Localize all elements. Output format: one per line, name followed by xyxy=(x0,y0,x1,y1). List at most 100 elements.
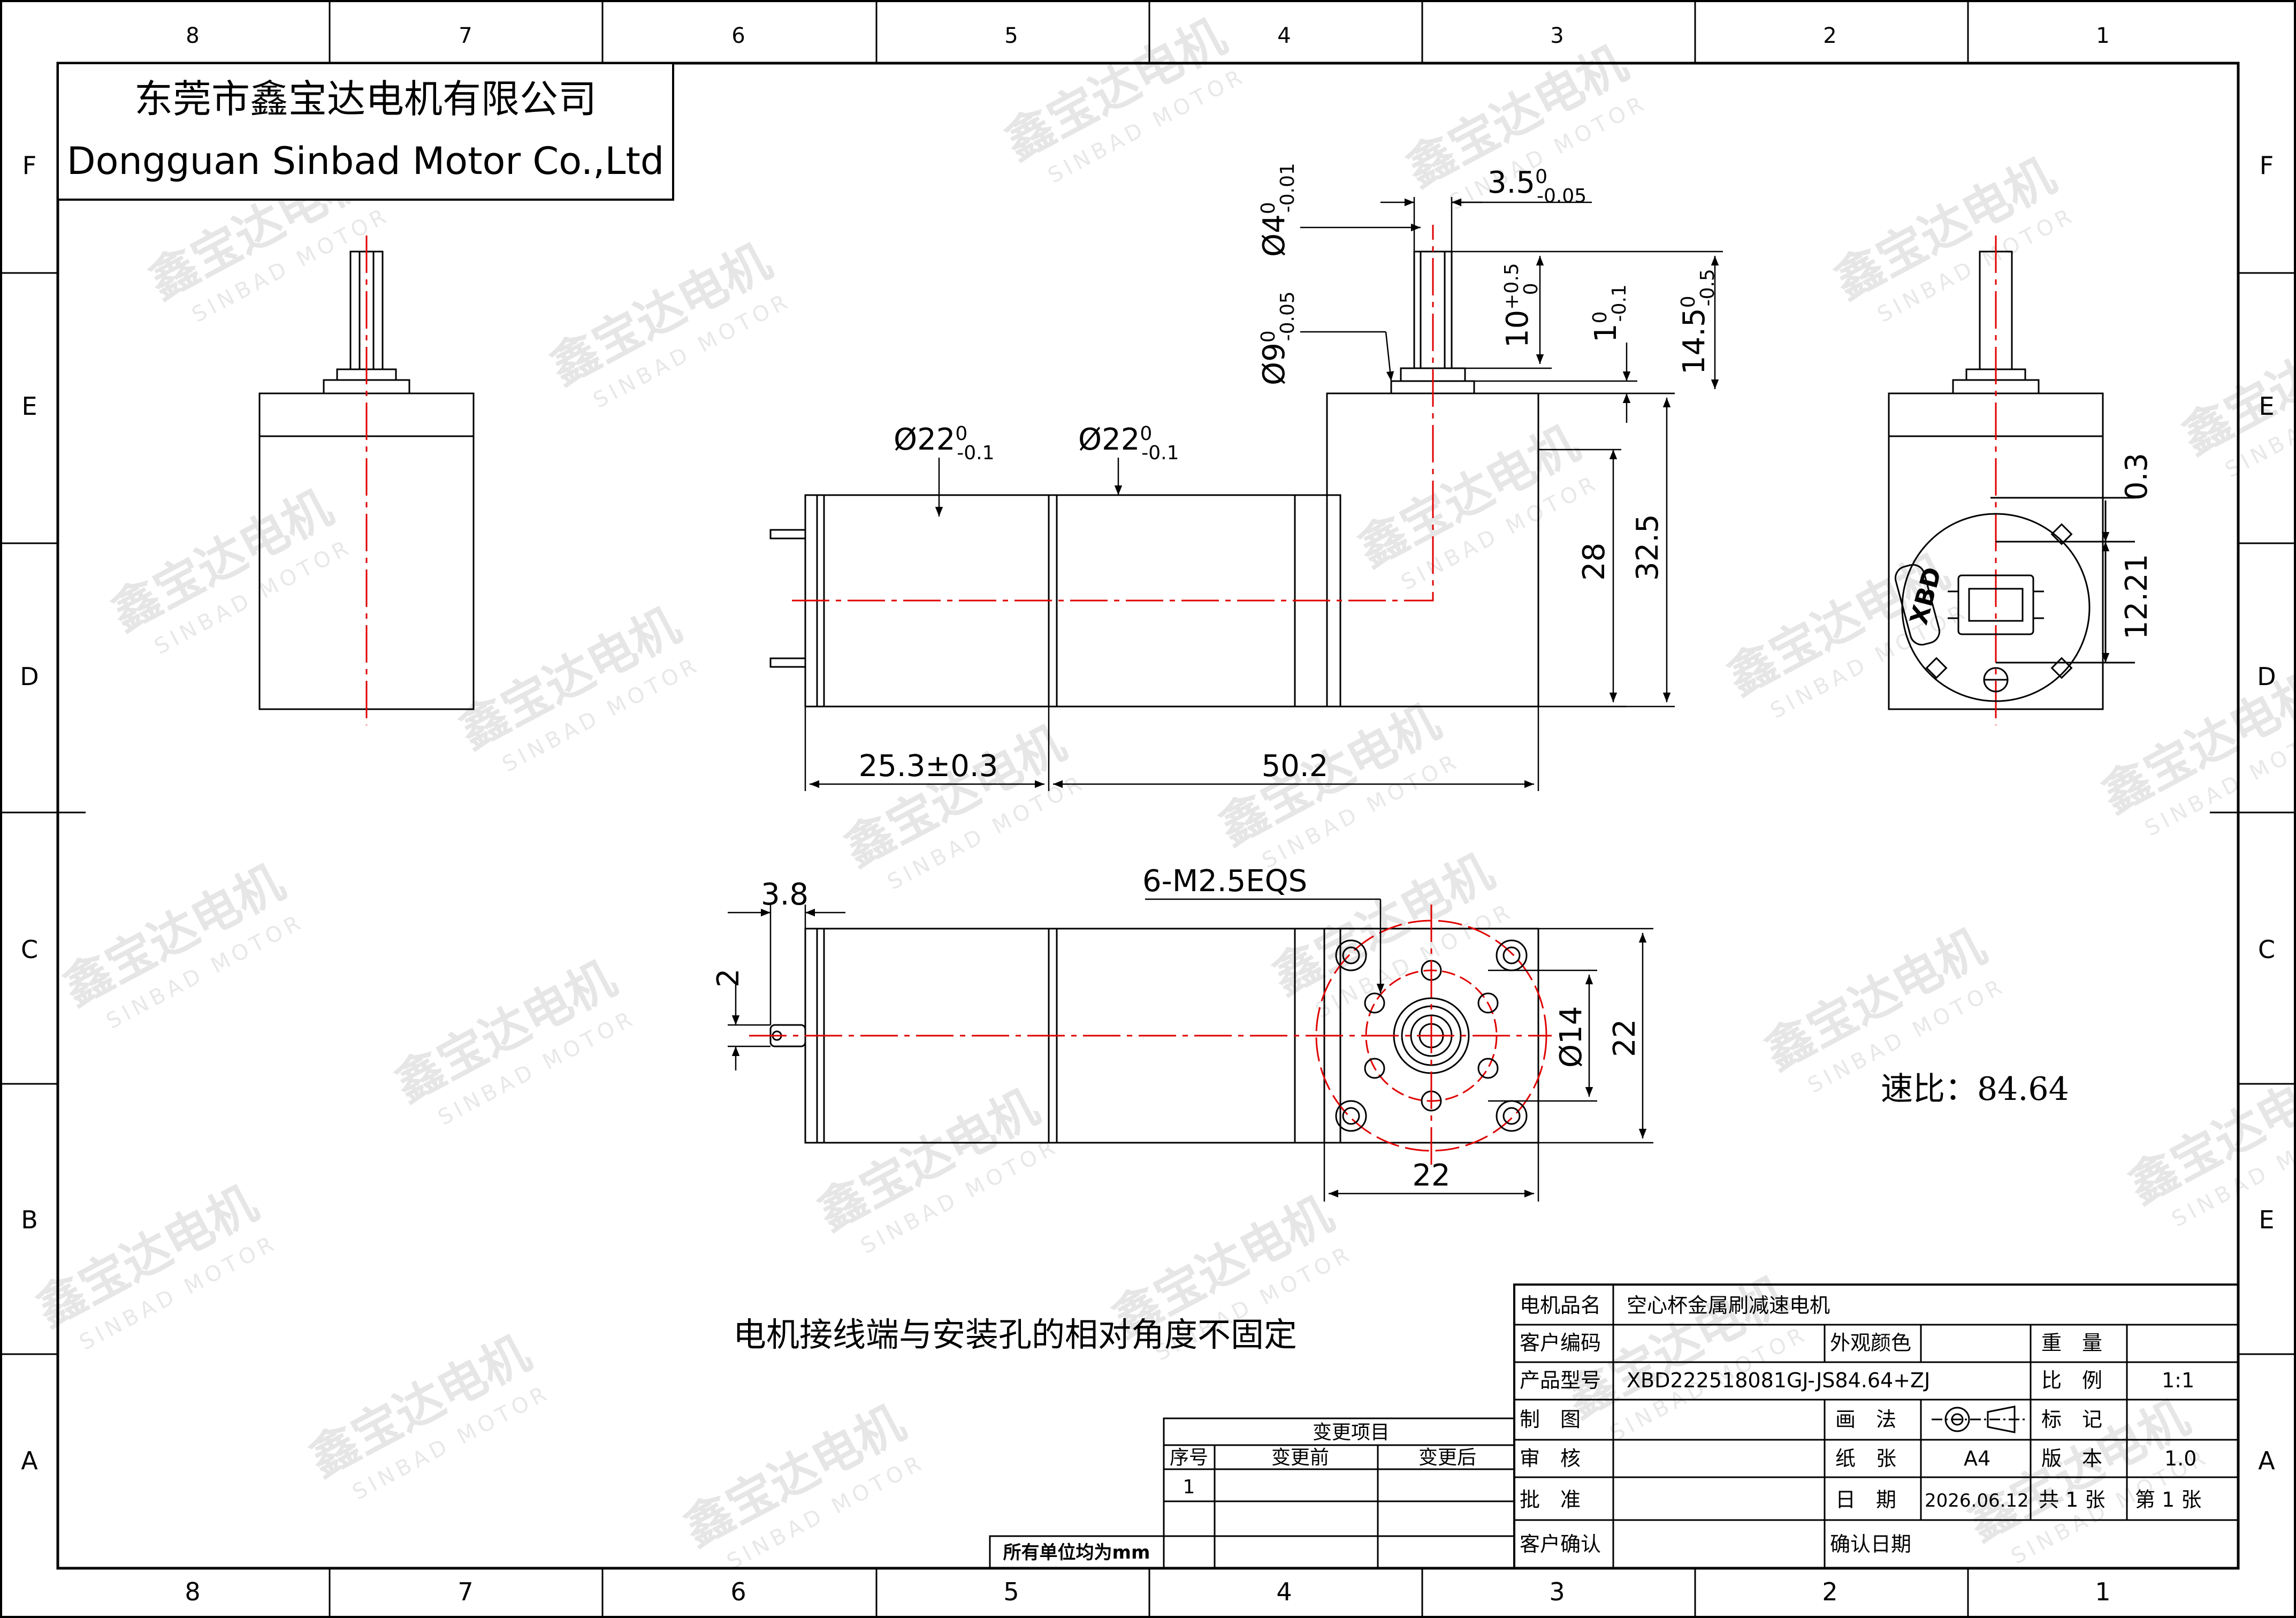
zone-col-top-5: 5 xyxy=(1004,24,1018,48)
zone-col-bottom-2: 2 xyxy=(1822,1577,1837,1606)
company-name-cn: 东莞市鑫宝达电机有限公司 xyxy=(134,77,597,121)
zone-col-bottom-8: 8 xyxy=(185,1577,200,1606)
zone-col-bottom-4: 4 xyxy=(1276,1577,1292,1606)
zone-col-top-7: 7 xyxy=(459,24,472,48)
title-block xyxy=(1513,1283,2239,1569)
zone-col-top-3: 3 xyxy=(1550,24,1563,48)
zone-col-top-2: 2 xyxy=(1823,24,1836,48)
dim-offset-12-21: 12.21 xyxy=(2119,554,2154,640)
angle-note: 电机接线端与安装孔的相对角度不固定 xyxy=(733,1315,1297,1354)
dim-square-22-horizontal: 22 xyxy=(1412,1158,1450,1193)
tb-approve-label: 批 准 xyxy=(1520,1488,1581,1511)
front-view xyxy=(769,225,1539,708)
zone-row-right-e: E xyxy=(2259,392,2274,421)
dim-boss-diameter: Ø90-0.05 xyxy=(1257,291,1299,385)
zone-col-top-4: 4 xyxy=(1277,24,1291,48)
zone-row-left-e: E xyxy=(21,392,37,421)
corner-hole-tr xyxy=(1496,939,1528,971)
zone-col-bottom-7: 7 xyxy=(457,1577,473,1606)
zone-row-left-b: B xyxy=(21,1205,38,1234)
tb-method-label: 画 法 xyxy=(1835,1408,1896,1431)
tb-product-name-label: 电机品名 xyxy=(1520,1294,1601,1317)
dim-square-22-vertical: 22 xyxy=(1607,1019,1642,1057)
tb-mark-label: 标 记 xyxy=(2041,1408,2102,1431)
front-view-dimensions xyxy=(804,197,1723,791)
dim-pcd-14: Ø14 xyxy=(1554,1006,1589,1068)
tb-model-label: 产品型号 xyxy=(1520,1369,1601,1392)
right-end-view xyxy=(1888,236,2135,725)
tb-scale-value: 1:1 xyxy=(2162,1369,2194,1392)
tb-date-value: 2026.06.12 xyxy=(1925,1490,2029,1511)
tb-weight-label: 重 量 xyxy=(2041,1331,2102,1355)
tb-review-label: 审 核 xyxy=(1520,1447,1581,1470)
zone-row-left-f: F xyxy=(22,151,36,180)
dim-height-28: 28 xyxy=(1577,543,1612,581)
revision-table-text: 变更项目 序号 变更前 变更后 1 所有单位均为mm xyxy=(1003,1422,1476,1563)
tb-version-value: 1.0 xyxy=(2164,1447,2196,1470)
zone-labels: 8 7 6 5 4 3 2 1 8 7 6 5 4 3 2 1 F E D C … xyxy=(20,24,2276,1606)
tb-draft-label: 制 图 xyxy=(1520,1408,1581,1431)
projection-method-symbol xyxy=(1932,1406,2025,1433)
tb-paper-label: 纸 张 xyxy=(1835,1447,1896,1470)
tb-date-label: 日 期 xyxy=(1835,1488,1896,1511)
zone-row-right-f: F xyxy=(2260,151,2274,180)
zone-col-bottom-1: 1 xyxy=(2095,1577,2110,1606)
units-note: 所有单位均为mm xyxy=(1003,1542,1150,1563)
zone-row-right-d: D xyxy=(2257,662,2276,691)
tb-product-name-value: 空心杯金属刷减速电机 xyxy=(1627,1294,1830,1317)
tb-customer-confirm-label: 客户确认 xyxy=(1520,1532,1601,1556)
zone-col-top-1: 1 xyxy=(2096,24,2109,48)
dim-length-50-2: 50.2 xyxy=(1262,749,1329,784)
dim-height-32-5: 32.5 xyxy=(1630,514,1665,581)
corner-hole-bl xyxy=(1335,1100,1367,1132)
revision-row-1-no: 1 xyxy=(1183,1476,1195,1498)
dim-terminal-3-8: 3.8 xyxy=(761,877,808,912)
dim-total-shaft-length: 14.50-0.5 xyxy=(1677,269,1719,375)
dim-mounting-holes: 6-M2.5EQS xyxy=(1142,864,1307,899)
zone-row-right-c: C xyxy=(2258,935,2275,964)
dim-length-25-3: 25.3±0.3 xyxy=(859,749,998,784)
zone-col-bottom-3: 3 xyxy=(1549,1577,1565,1606)
corner-hole-tl xyxy=(1335,939,1367,971)
tb-total-sheets: 共 1 张 xyxy=(2039,1488,2105,1511)
tb-paper-value: A4 xyxy=(1964,1447,1990,1470)
tb-customer-code-label: 客户编码 xyxy=(1520,1331,1601,1355)
zone-col-top-8: 8 xyxy=(186,24,199,48)
corner-hole-br xyxy=(1496,1100,1528,1132)
tb-version-label: 版 本 xyxy=(2041,1447,2102,1470)
company-name-en: Dongguan Sinbad Motor Co.,Ltd xyxy=(67,139,664,183)
dim-boss-height: 10-0.1 xyxy=(1589,284,1630,343)
plan-view xyxy=(749,905,1552,1167)
zone-row-right-e2: E xyxy=(2259,1205,2274,1234)
dim-motor-diameter-2: Ø220-0.1 xyxy=(1078,422,1179,464)
tb-model-value: XBD222518081GJ-JS84.64+ZJ xyxy=(1627,1369,1930,1392)
zone-col-bottom-6: 6 xyxy=(730,1577,746,1606)
dim-shaft-length: 10+0.50 xyxy=(1500,263,1542,348)
front-view-dim-text: 3.50-0.05 Ø40-0.01 Ø90-0.05 10+0.50 10-0… xyxy=(859,163,1719,784)
zone-row-left-c: C xyxy=(21,935,38,964)
tb-confirm-date-label: 确认日期 xyxy=(1830,1532,1911,1556)
revision-header-no: 序号 xyxy=(1170,1447,1208,1469)
title-block-text: 电机品名 空心杯金属刷减速电机 客户编码 外观颜色 重 量 产品型号 XBD22… xyxy=(1520,1294,2201,1556)
dim-terminal-2: 2 xyxy=(711,968,746,987)
dim-shaft-diameter: Ø40-0.01 xyxy=(1257,163,1299,257)
revision-header-before: 变更前 xyxy=(1271,1447,1329,1469)
plan-view-dimensions xyxy=(728,898,1653,1202)
company-box: 东莞市鑫宝达电机有限公司 Dongguan Sinbad Motor Co.,L… xyxy=(57,62,674,201)
zone-col-top-6: 6 xyxy=(731,24,745,48)
zone-row-right-a: A xyxy=(2258,1446,2275,1475)
gear-ratio: 速比：84.64 xyxy=(1881,1070,2069,1108)
zone-row-left-a: A xyxy=(21,1446,38,1475)
left-side-view xyxy=(258,236,475,725)
plan-view-dim-text: 3.8 2 6-M2.5EQS Ø14 22 22 xyxy=(711,864,1642,1193)
dim-offset-0-3: 0.3 xyxy=(2119,453,2154,500)
revision-title: 变更项目 xyxy=(1313,1422,1390,1444)
tb-scale-label: 比 例 xyxy=(2041,1369,2102,1392)
dim-flat-width: 3.50-0.05 xyxy=(1488,165,1586,207)
revision-header-after: 变更后 xyxy=(1418,1447,1476,1469)
tb-sheet-number: 第 1 张 xyxy=(2135,1488,2201,1511)
dim-motor-diameter-1: Ø220-0.1 xyxy=(894,422,995,464)
zone-row-left-d: D xyxy=(20,662,39,691)
zone-col-bottom-5: 5 xyxy=(1003,1577,1019,1606)
